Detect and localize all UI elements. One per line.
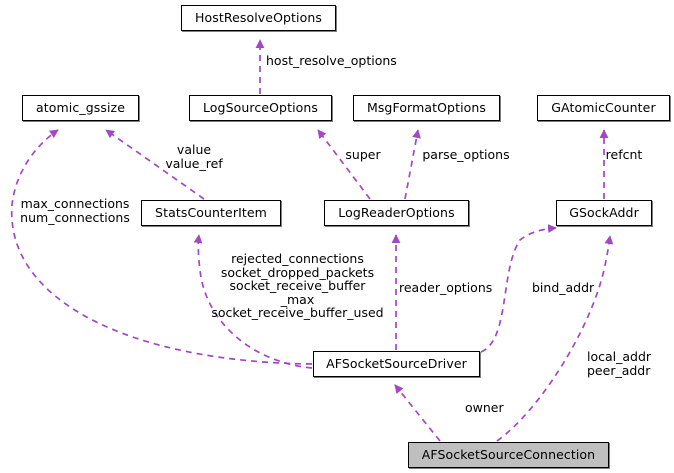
- edge-label-value: value value_ref: [165, 142, 223, 171]
- node-log-source-options[interactable]: LogSourceOptions: [189, 95, 332, 121]
- node-gatomic-counter[interactable]: GAtomicCounter: [537, 95, 670, 121]
- edge-label-super: super: [345, 147, 381, 162]
- edge-label-local-addr: local_addr peer_addr: [587, 349, 652, 378]
- edge-label-bind-addr: bind_addr: [532, 280, 595, 295]
- edge-label-parse-options: parse_options: [422, 147, 510, 162]
- node-host-resolve-options[interactable]: HostResolveOptions: [181, 5, 336, 31]
- edge-label-refcnt: refcnt: [605, 147, 643, 162]
- edge-label-owner: owner: [465, 400, 504, 415]
- node-gsock-addr[interactable]: GSockAddr: [556, 200, 652, 226]
- node-atomic-gssize[interactable]: atomic_gssize: [22, 95, 139, 121]
- edge-label-max-connections: max_connections num_connections: [20, 196, 130, 225]
- node-msg-format-options[interactable]: MsgFormatOptions: [353, 95, 500, 121]
- edge-label-socket-stats: rejected_connections socket_dropped_pack…: [211, 251, 384, 320]
- node-af-socket-source-connection[interactable]: AFSocketSourceConnection: [408, 442, 609, 468]
- edge-afsocketsourceconnection-gsockaddr: [496, 235, 614, 442]
- node-af-socket-source-driver[interactable]: AFSocketSourceDriver: [313, 351, 480, 377]
- edge-label-reader-options: reader_options: [399, 280, 493, 295]
- node-log-reader-options[interactable]: LogReaderOptions: [324, 200, 469, 226]
- node-stats-counter-item[interactable]: StatsCounterItem: [141, 200, 281, 226]
- edge-logreaderoptions-logsourceoptions: [317, 129, 371, 200]
- edge-afsocketsourceconnection-afsocketsourcedriver: [394, 384, 441, 442]
- edge-label-host-resolve-options: host_resolve_options: [266, 53, 397, 68]
- edge-logreaderoptions-msgformatoptions: [404, 129, 421, 200]
